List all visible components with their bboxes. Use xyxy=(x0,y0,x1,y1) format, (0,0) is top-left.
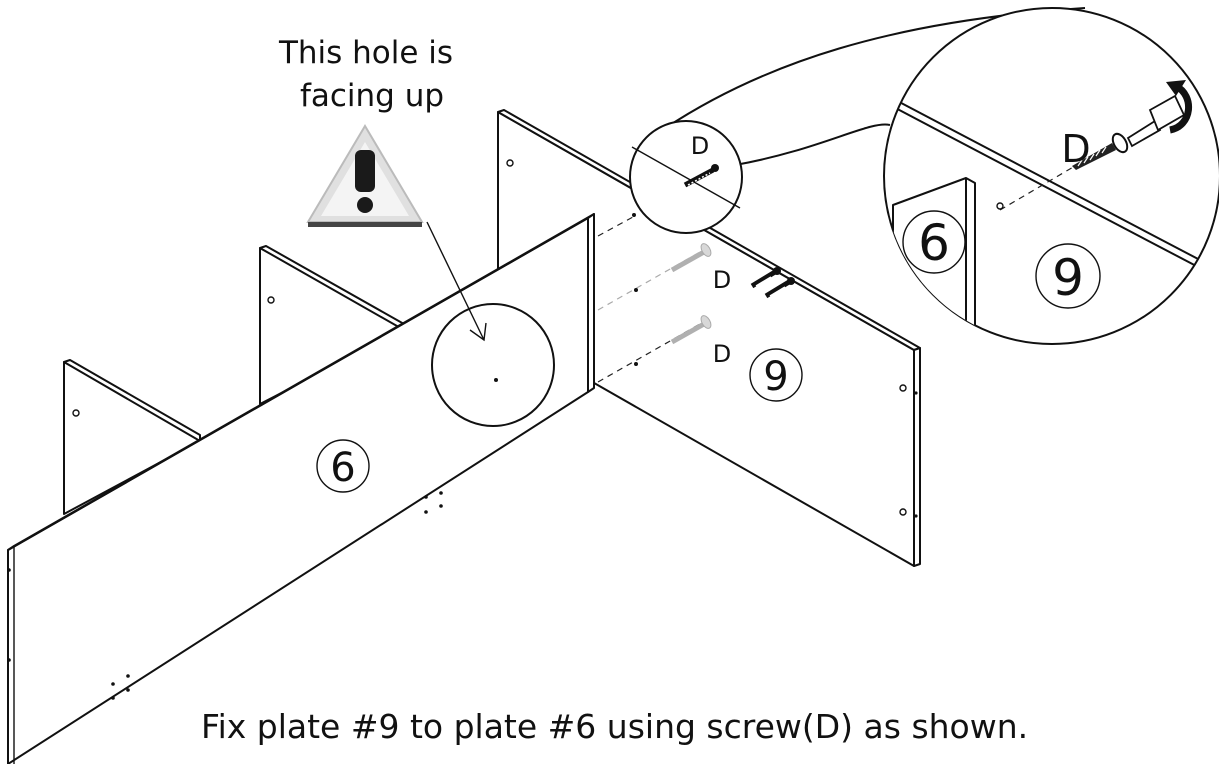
screw-ghost-middle xyxy=(670,243,712,273)
warning-note-line2: facing up xyxy=(300,78,444,114)
screw-label-detail-small: D xyxy=(691,132,709,160)
detail-hole xyxy=(996,202,1004,210)
plate-9-number-badge: 9 xyxy=(749,348,803,402)
screw-ghost-lower xyxy=(670,315,712,345)
plate-9-hole xyxy=(506,159,514,167)
detail-plate-9-edge xyxy=(884,101,1219,279)
plate-6-number-badge: 6 xyxy=(316,439,370,493)
detail-screw xyxy=(1072,132,1129,170)
plate-6-number: 6 xyxy=(330,445,355,491)
highlighted-hole xyxy=(494,378,498,382)
screw-label-middle: D xyxy=(713,266,731,294)
instruction-caption: Fix plate #9 to plate #6 using screw(D) … xyxy=(201,707,1028,746)
detail-plate-9-number: 9 xyxy=(1052,249,1084,307)
screw-paths xyxy=(597,213,701,383)
plate-9-hole xyxy=(899,508,907,516)
screwdriver-icon xyxy=(1126,80,1193,148)
plate-9-edge-hole xyxy=(914,391,918,395)
plate-9-side-edge xyxy=(913,347,921,567)
plate-6 xyxy=(7,213,595,764)
detail-circle-small xyxy=(629,120,743,234)
plate-6-hole-group xyxy=(424,491,443,514)
detail-plate-9-edge xyxy=(884,93,1219,271)
warning-icon xyxy=(306,124,424,227)
screw-label-detail-large: D xyxy=(1061,127,1090,171)
detail-plate-9-number-badge: 9 xyxy=(1035,243,1101,309)
warning-note-line1: This hole is xyxy=(278,35,453,71)
plate-6-edge-hole xyxy=(7,568,11,572)
plate-9-edge-hole xyxy=(914,514,918,518)
plate-6-edge-hole xyxy=(7,658,11,662)
middle-divider-hole xyxy=(267,296,275,304)
plate-9-number: 9 xyxy=(763,354,788,400)
left-panel-top-edge xyxy=(63,359,201,442)
detail-plate-6-number-badge: 6 xyxy=(902,210,966,274)
plate-6-side-edge xyxy=(587,213,595,393)
screw-pair xyxy=(750,267,795,299)
plate-9-hole xyxy=(899,384,907,392)
left-panel-hole xyxy=(72,409,80,417)
hole-highlight-circle xyxy=(431,303,555,427)
screw-label-lower: D xyxy=(713,340,731,368)
detail-plate-6-number: 6 xyxy=(918,214,950,272)
warning-arrow xyxy=(426,221,487,342)
plate-6-hole-group xyxy=(111,674,130,700)
